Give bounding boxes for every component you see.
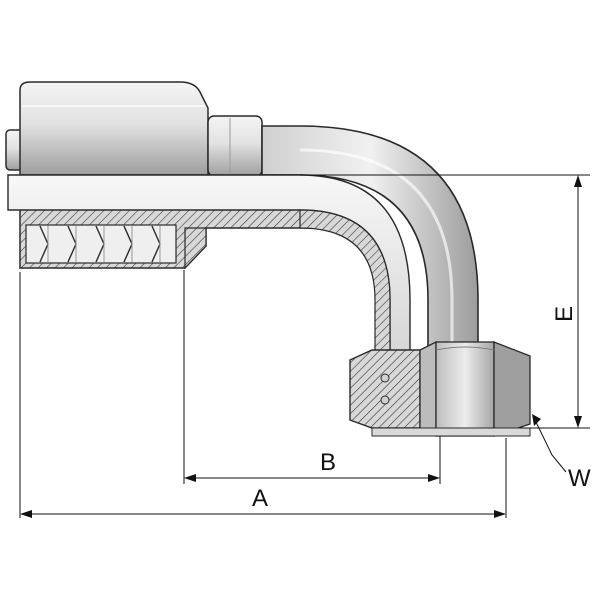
dimension-lines — [19, 174, 590, 518]
nut-face-left — [419, 340, 437, 438]
arrowheads — [20, 175, 582, 518]
nut-section — [349, 349, 421, 429]
arrow-b-right — [428, 474, 440, 482]
arrow-e-top — [574, 175, 582, 187]
swivel-nut — [349, 340, 531, 438]
arrow-a-right — [494, 510, 506, 518]
arrow-a-left — [20, 510, 32, 518]
ferrule-body — [19, 81, 209, 176]
arrow-e-bottom — [574, 416, 582, 428]
dimension-label-w: W — [568, 465, 591, 492]
leader-line-w — [533, 417, 567, 473]
hose-barbs — [25, 224, 177, 264]
dimension-label-b: B — [320, 449, 336, 476]
ferrule — [5, 81, 209, 176]
dimension-label-e: E — [551, 306, 578, 322]
retaining-ring — [380, 373, 390, 383]
nipple-collar — [207, 115, 263, 177]
nut-face-right — [493, 341, 531, 437]
nut-face-center — [435, 341, 495, 437]
arrow-b-left — [184, 474, 196, 482]
arrow-w — [532, 414, 541, 426]
dimension-label-a: A — [252, 485, 268, 512]
section-cutaway — [7, 174, 411, 431]
